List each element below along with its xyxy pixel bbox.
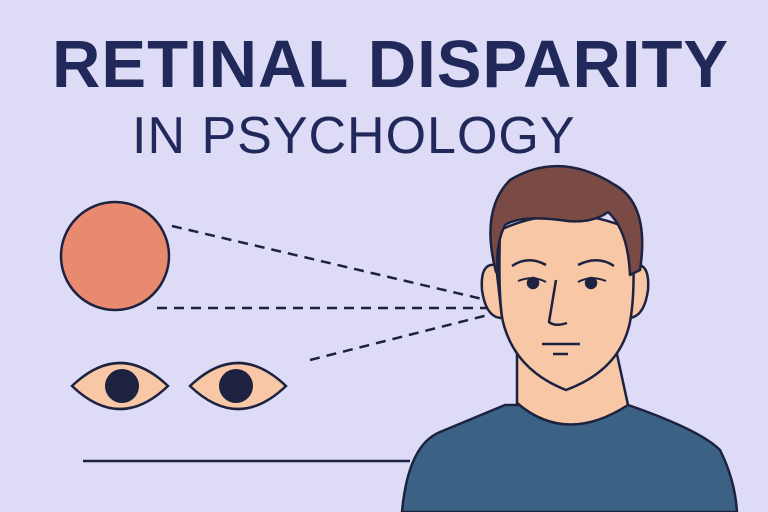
ball-object: [59, 200, 171, 312]
title: RETINAL DISPARITY: [52, 27, 730, 102]
right-eye-icon: [188, 361, 288, 411]
person-illustration: [400, 164, 739, 512]
sight-lines: [157, 224, 496, 362]
subtitle: IN PSYCHOLOGY: [132, 107, 576, 165]
left-eye-icon: [70, 361, 170, 411]
